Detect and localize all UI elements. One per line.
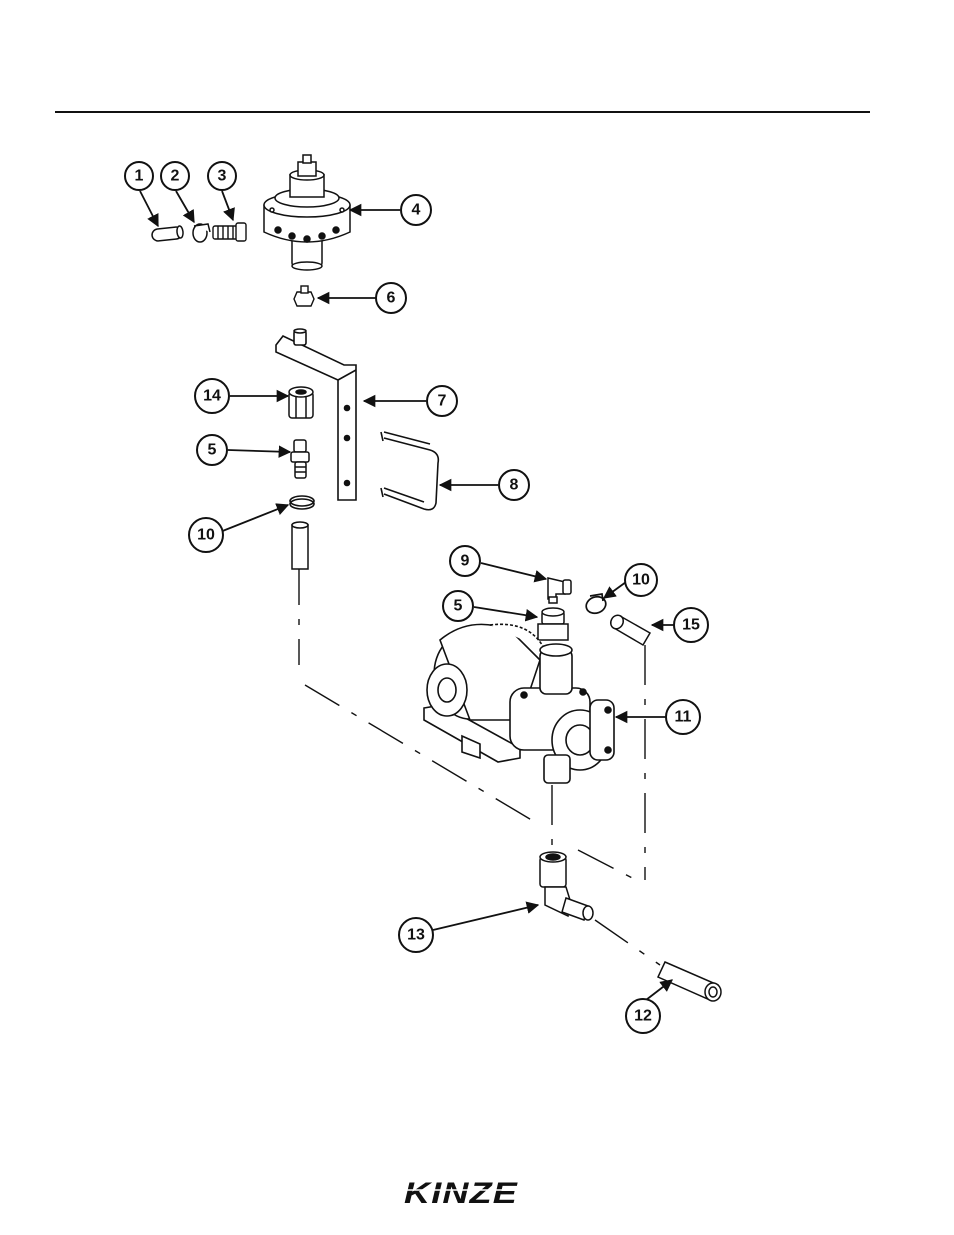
part-pressure-regulator bbox=[264, 155, 350, 270]
callout-11: 11 bbox=[666, 700, 700, 734]
svg-text:7: 7 bbox=[438, 393, 447, 410]
callout-10-left: 10 bbox=[189, 518, 223, 552]
part-hose-barb-upper bbox=[291, 440, 309, 478]
svg-text:15: 15 bbox=[682, 617, 700, 634]
callout-3: 3 bbox=[208, 162, 236, 190]
callout-4: 4 bbox=[401, 195, 431, 225]
kinze-logo: KINZE bbox=[404, 1177, 520, 1210]
svg-text:10: 10 bbox=[632, 572, 650, 589]
part-mounting-bracket bbox=[276, 329, 356, 500]
svg-text:2: 2 bbox=[171, 168, 180, 185]
part-plug bbox=[294, 286, 314, 306]
svg-text:3: 3 bbox=[218, 168, 227, 185]
svg-text:13: 13 bbox=[407, 927, 425, 944]
part-hose-clamp bbox=[193, 224, 210, 242]
callout-5-lower: 5 bbox=[443, 591, 473, 621]
part-hose-small bbox=[151, 226, 183, 242]
callout-5-upper: 5 bbox=[197, 435, 227, 465]
callout-1: 1 bbox=[125, 162, 153, 190]
part-hose-short bbox=[608, 613, 650, 645]
callout-14: 14 bbox=[195, 379, 229, 413]
callout-10-right: 10 bbox=[625, 564, 657, 596]
svg-text:8: 8 bbox=[510, 477, 519, 494]
svg-text:6: 6 bbox=[387, 290, 396, 307]
part-clamp-left bbox=[290, 496, 314, 509]
part-elbow-outlet bbox=[540, 852, 593, 920]
part-u-bolt bbox=[381, 432, 438, 510]
part-coupling-nut bbox=[289, 387, 313, 418]
part-hose-vertical bbox=[292, 522, 308, 569]
svg-text:KINZE: KINZE bbox=[404, 1177, 518, 1210]
callout-13: 13 bbox=[399, 918, 433, 952]
svg-text:11: 11 bbox=[675, 709, 692, 726]
svg-text:14: 14 bbox=[203, 388, 221, 405]
part-elbow-fitting bbox=[548, 578, 571, 603]
svg-text:4: 4 bbox=[412, 202, 421, 219]
svg-text:1: 1 bbox=[135, 168, 144, 185]
callout-12: 12 bbox=[626, 999, 660, 1033]
svg-text:9: 9 bbox=[461, 553, 470, 570]
callout-15: 15 bbox=[674, 608, 708, 642]
svg-text:12: 12 bbox=[634, 1008, 652, 1025]
callout-2: 2 bbox=[161, 162, 189, 190]
callout-9: 9 bbox=[450, 546, 480, 576]
part-pump-assembly bbox=[424, 624, 614, 783]
part-fitting-lower bbox=[538, 608, 568, 640]
svg-text:5: 5 bbox=[208, 442, 217, 459]
part-barb-fitting bbox=[213, 223, 246, 241]
callout-6: 6 bbox=[376, 283, 406, 313]
svg-text:10: 10 bbox=[197, 527, 215, 544]
svg-text:5: 5 bbox=[454, 598, 463, 615]
callout-8: 8 bbox=[499, 470, 529, 500]
callout-7: 7 bbox=[427, 386, 457, 416]
part-hose-outlet bbox=[658, 962, 721, 1001]
